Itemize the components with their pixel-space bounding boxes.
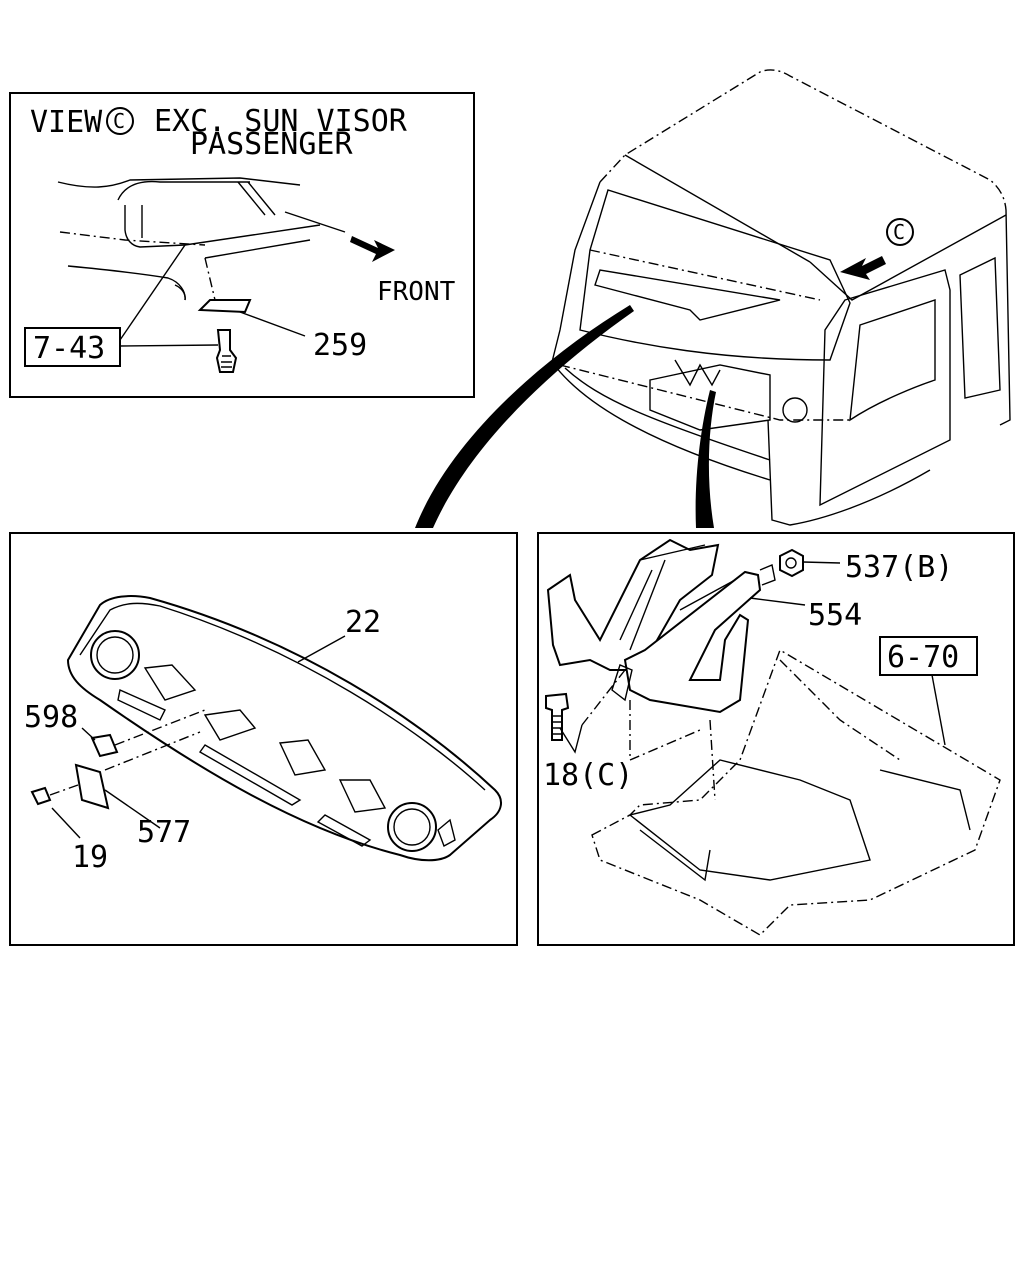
cab-floor: [591, 648, 1001, 936]
front-arrow-icon: [350, 236, 395, 262]
part-18c-label: 18(C): [543, 758, 633, 793]
leader-to-panel: [415, 305, 634, 528]
clip-598: [90, 733, 119, 758]
cab-door: [819, 269, 951, 507]
view-letter: C: [113, 109, 125, 133]
visor-edge: [117, 180, 250, 201]
cab-view-marker: [886, 218, 914, 246]
view-word: VIEW: [30, 105, 103, 140]
screw-19: [30, 786, 52, 806]
bolt-18c: [545, 692, 570, 741]
roof-line: [57, 177, 301, 188]
cab-roof: [599, 69, 1007, 211]
part-22-label: 22: [345, 605, 381, 640]
leader-to-bracket: [695, 390, 716, 528]
ref-box-7-43: [24, 327, 121, 367]
bracket-arm: [623, 570, 762, 714]
part-19-label: 19: [72, 840, 108, 875]
left-speaker: [90, 630, 140, 680]
bracket-554: [546, 538, 720, 671]
visor-clip: [197, 299, 252, 314]
cab-illustration: C: [415, 69, 1011, 528]
part-537b-label: 537(B): [845, 550, 953, 585]
left-panel-frame: [9, 532, 518, 946]
part-259-label: 259: [313, 328, 367, 363]
inset-frame: [9, 92, 475, 398]
right-speaker: [387, 802, 437, 852]
part-554-label: 554: [808, 598, 862, 633]
ref-box-6-70-label: 6-70: [887, 640, 959, 675]
view-letter-circle: [106, 107, 134, 135]
part-577-label: 577: [137, 815, 191, 850]
inset-title-line1: EXC. SUN VISOR: [154, 104, 408, 139]
right-panel-frame: [537, 532, 1015, 946]
instrument-panel: [66, 595, 502, 862]
part-598-label: 598: [24, 700, 78, 735]
cab-view-letter: C: [893, 220, 905, 244]
windshield: [579, 189, 851, 361]
bracket-577: [74, 763, 110, 810]
front-label: FRONT: [377, 277, 456, 307]
nut-537b: [779, 548, 804, 578]
instrument-panel-view: 598 577 19 22: [9, 532, 518, 946]
view-direction-arrow-icon: [840, 256, 886, 280]
inset-title-line2: PASSENGER: [190, 127, 353, 162]
view-c-inset: VIEW C EXC. SUN VISOR PASSENGER FRONT 7-…: [9, 92, 475, 398]
bracket-floor-view: 537(B) 554 18(C) 6-70: [537, 532, 1015, 946]
ref-box-6-70: [879, 636, 978, 676]
visor-bolt: [215, 329, 238, 373]
ref-box-7-43-label: 7-43: [33, 331, 105, 366]
